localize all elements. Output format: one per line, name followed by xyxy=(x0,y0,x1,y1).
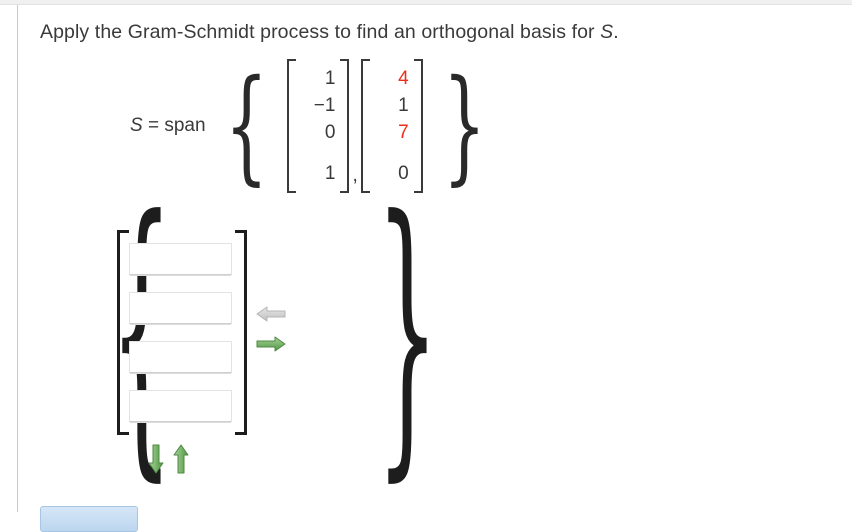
answer-input-row-2[interactable] xyxy=(129,292,232,324)
span-label: S = span xyxy=(130,115,206,137)
vector-1-entry-4: 1 xyxy=(324,162,336,184)
span-expression: S = span { 1 −1 0 1 , 4 1 7 0 } xyxy=(130,53,486,198)
span-vector-2-bracket: 4 1 7 0 xyxy=(360,58,423,193)
prompt-text-before: Apply the Gram-Schmidt process to find a… xyxy=(40,21,601,43)
vector-2-entry-4: 0 xyxy=(398,162,409,184)
prompt-text-after: . xyxy=(613,21,619,43)
span-label-symbol: S xyxy=(130,114,143,136)
answer-input-row-4[interactable] xyxy=(129,390,232,422)
next-vector-arrow-icon[interactable] xyxy=(256,335,286,353)
vector-1-entry-3: 0 xyxy=(324,121,336,143)
vector-2-entry-2: 1 xyxy=(398,94,409,116)
answer-vector-bracket xyxy=(117,230,247,435)
vector-2-entry-1: 4 xyxy=(398,67,409,89)
span-separator: , xyxy=(352,165,358,186)
question-prompt: Apply the Gram-Schmidt process to find a… xyxy=(40,18,619,46)
add-vector-up-arrow-icon[interactable] xyxy=(172,444,190,474)
vector-2-entry-3: 7 xyxy=(398,121,409,143)
answer-input-row-1[interactable] xyxy=(129,243,232,275)
prompt-symbol-s: S xyxy=(600,21,614,43)
span-vector-1-column: 1 −1 0 1 xyxy=(297,65,339,187)
answer-area: { } xyxy=(109,157,439,506)
vector-1-entry-1: 1 xyxy=(324,67,336,89)
remove-vector-down-arrow-icon[interactable] xyxy=(147,444,165,474)
answer-input-row-3[interactable] xyxy=(129,341,232,373)
span-label-rest: = span xyxy=(142,114,206,136)
vector-1-entry-2: −1 xyxy=(313,94,336,116)
left-divider xyxy=(17,5,18,512)
submit-button[interactable] xyxy=(40,506,138,532)
previous-vector-arrow-icon[interactable] xyxy=(256,305,286,323)
span-vector-2-column: 4 1 7 0 xyxy=(371,65,413,187)
span-vector-1-bracket: 1 −1 0 1 xyxy=(287,58,350,193)
top-divider xyxy=(0,0,852,5)
